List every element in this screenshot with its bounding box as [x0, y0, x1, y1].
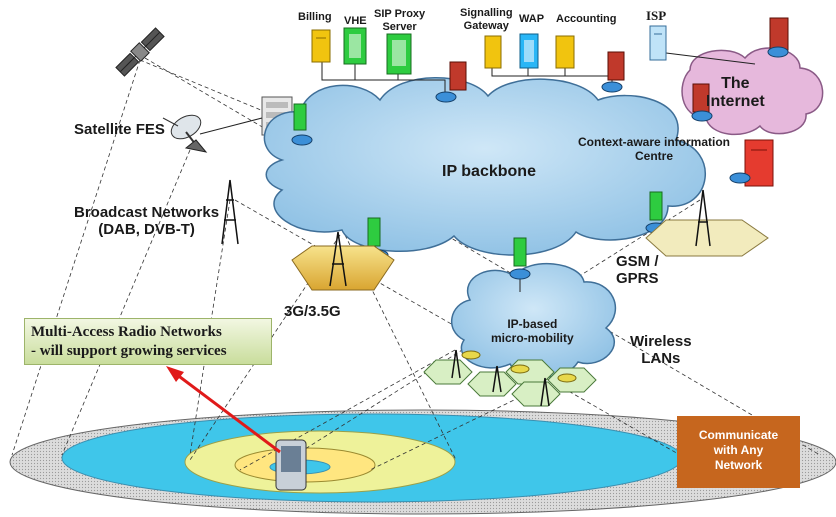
billing-label: Billing	[298, 11, 332, 23]
gsm-gprs-label: GSM / GPRS	[616, 253, 659, 288]
coverage-area	[9, 409, 836, 515]
wireless-lans-label: Wireless LANs	[630, 333, 692, 368]
sip-proxy-server-icon	[386, 33, 412, 75]
communicate-line1: Communicate	[698, 428, 779, 442]
broadcast-networks-label: Broadcast Networks (DAB, DVB-T)	[74, 204, 220, 239]
ip-micro-mobility-label: IP-based micro-mobility	[491, 317, 574, 345]
satellite-icon	[115, 27, 165, 77]
arrow-to-device	[166, 366, 281, 454]
firewall-icon	[449, 17, 789, 113]
context-centre-label: Context-aware information Centre	[578, 135, 731, 163]
backbone-links	[199, 51, 756, 292]
communicate-box: Communicate with Any Network	[677, 416, 800, 488]
radio-tower-icons	[221, 179, 711, 407]
cellular-3g-label: 3G/3.5G	[284, 303, 341, 320]
wap-server-icon	[519, 33, 539, 69]
communicate-line2: with Any	[713, 443, 764, 457]
wlan-ap-icons	[461, 350, 577, 383]
broadcast-line-right	[234, 199, 681, 456]
signalling-gateway-icon	[484, 35, 502, 69]
vhe-server-icon	[343, 27, 367, 65]
ip-backbone-label: IP backbone	[442, 163, 536, 180]
cell-gsm-hexagon	[645, 219, 769, 257]
isp-label: ISP	[646, 8, 667, 23]
communicate-line3: Network	[714, 458, 763, 472]
sat-fes-link	[139, 59, 286, 121]
sip-proxy-label: SIP Proxy Server	[374, 8, 426, 33]
accounting-label: Accounting	[556, 13, 617, 25]
wlan-hexagons	[423, 359, 597, 407]
fes-line	[61, 149, 191, 456]
multi-access-line2: - will support growing services	[31, 342, 227, 359]
wap-label: WAP	[519, 13, 545, 25]
billing-server-icon	[311, 29, 331, 63]
vhe-label: VHE	[344, 15, 367, 27]
satellite-dish-icon	[162, 114, 208, 153]
accounting-server-icon	[555, 35, 575, 69]
multi-access-line1: Multi-Access Radio Networks	[31, 324, 222, 340]
wlan-line-right	[369, 384, 546, 471]
sat-line-left	[11, 59, 141, 456]
signalling-gateway-label: Signalling Gateway	[460, 7, 513, 32]
sat-line-right	[144, 57, 821, 456]
multi-access-box: Multi-Access Radio Networks - will suppo…	[24, 318, 272, 365]
mobile-device-icon	[275, 439, 307, 491]
satellite-fes-label: Satellite FES	[74, 121, 165, 138]
internet-label: The Internet	[706, 75, 765, 111]
isp-server-icon	[649, 25, 667, 61]
gateway-icons	[293, 103, 663, 267]
ip-backbone-cloud	[263, 77, 707, 256]
